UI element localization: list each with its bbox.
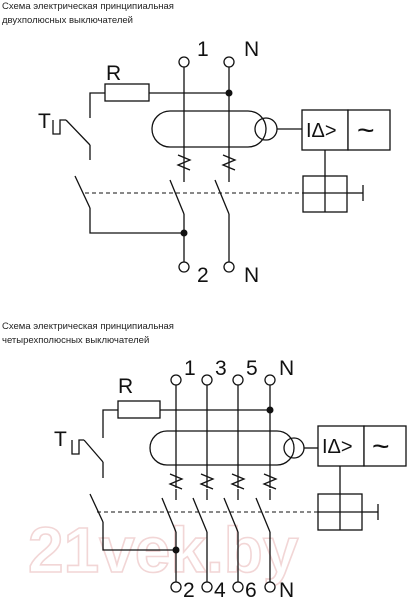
caption-line-1: Схема электрическая принципиальная <box>2 321 174 332</box>
terminal-in-5 <box>232 374 244 386</box>
terminal-out-4 <box>201 581 213 593</box>
resistor <box>104 83 150 102</box>
terminal-in-3 <box>201 374 213 386</box>
terminal-out-n <box>223 261 235 273</box>
terminal-in-1 <box>178 56 190 68</box>
current-transformer <box>149 430 295 466</box>
test-button <box>52 110 91 160</box>
resistor-label: R <box>118 375 133 398</box>
resistor <box>117 400 161 419</box>
ac-symbol: ~ <box>357 114 375 147</box>
output-label-2: 2 <box>197 264 209 287</box>
junction-dot <box>266 406 274 414</box>
output-label-2: 2 <box>183 579 195 600</box>
terminal-out-2 <box>170 581 182 593</box>
residual-current-sensor <box>301 109 349 151</box>
terminal-in-1 <box>170 374 182 386</box>
output-label-n: N <box>279 579 294 600</box>
ac-type-box <box>347 109 391 151</box>
ac-type-box <box>363 425 407 467</box>
current-transformer <box>151 110 267 148</box>
caption-line-2: двухполюсных выключателей <box>2 15 133 26</box>
terminal-out-6 <box>232 581 244 593</box>
test-button-label: T <box>54 428 67 451</box>
caption-two-pole: Схема электрическая принципиальная двухп… <box>2 0 174 28</box>
terminal-in-n <box>264 374 276 386</box>
four-pole-diagram: 1 3 5 N 2 4 6 N R T <box>54 357 407 600</box>
ac-symbol: ~ <box>372 430 390 463</box>
output-label-4: 4 <box>214 579 226 600</box>
test-button <box>71 430 104 478</box>
output-label-6: 6 <box>245 579 257 600</box>
sensor-symbol: IΔ> <box>322 436 353 458</box>
input-label-1: 1 <box>197 38 209 61</box>
two-pole-diagram: 1 N 2 N R T IΔ> ~ <box>38 38 391 287</box>
input-label-1: 1 <box>184 357 196 380</box>
junction-dot <box>172 546 180 554</box>
input-label-3: 3 <box>215 357 227 380</box>
test-button-label: T <box>38 110 51 133</box>
terminal-out-2 <box>178 261 190 273</box>
residual-current-sensor <box>317 425 365 467</box>
resistor-label: R <box>106 62 121 85</box>
caption-line-2: четырехполюсных выключателей <box>2 335 150 346</box>
junction-dot <box>225 89 233 97</box>
sensor-symbol: IΔ> <box>306 120 337 142</box>
caption-line-1: Схема электрическая принципиальная <box>2 1 174 12</box>
terminal-in-n <box>223 56 235 68</box>
caption-four-pole: Схема электрическая принципиальная четыр… <box>2 320 174 348</box>
trip-mechanism <box>317 493 379 531</box>
terminal-out-n <box>264 581 276 593</box>
output-label-n: N <box>244 264 259 287</box>
trip-mechanism <box>302 175 364 213</box>
input-label-n: N <box>279 357 294 380</box>
junction-dot <box>180 229 188 237</box>
input-label-5: 5 <box>246 357 258 380</box>
input-label-n: N <box>244 38 259 61</box>
